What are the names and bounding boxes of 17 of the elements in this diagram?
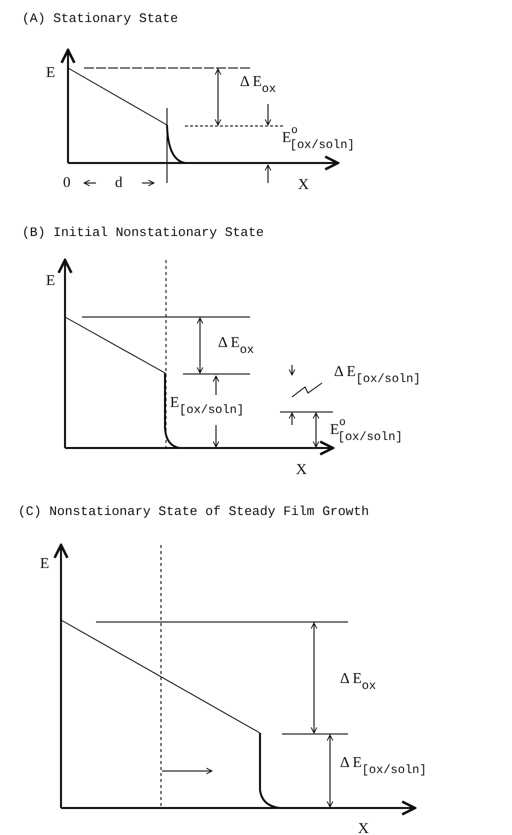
axis-label: E (46, 66, 56, 81)
quantity-label: Δ E$_{ox}$ (340, 672, 376, 692)
quantity-label: Δ E$_{[ox/soln]}$ (334, 365, 421, 385)
axis-label: E (46, 274, 56, 289)
axis-label: X (298, 178, 309, 193)
axis-label: E (40, 557, 50, 572)
quantity-label: Δ E$_{ox}$ (240, 75, 276, 95)
panel-title: (C) Nonstationary State of Steady Film Growth (18, 505, 370, 518)
panel-title: (A) Stationary State (22, 12, 178, 25)
panel-title: (B) Initial Nonstationary State (22, 226, 264, 239)
axis-label: 0 (63, 176, 70, 191)
quantity-label: Δ E$_{ox}$ (218, 336, 254, 356)
quantity-label: E$_{[ox/soln]}$ (170, 396, 244, 416)
quantity-label: Δ E$_{[ox/soln]}$ (340, 756, 427, 776)
axis-label: X (358, 822, 369, 835)
dimension-label: d (115, 176, 122, 191)
axis-label: X (296, 463, 307, 478)
